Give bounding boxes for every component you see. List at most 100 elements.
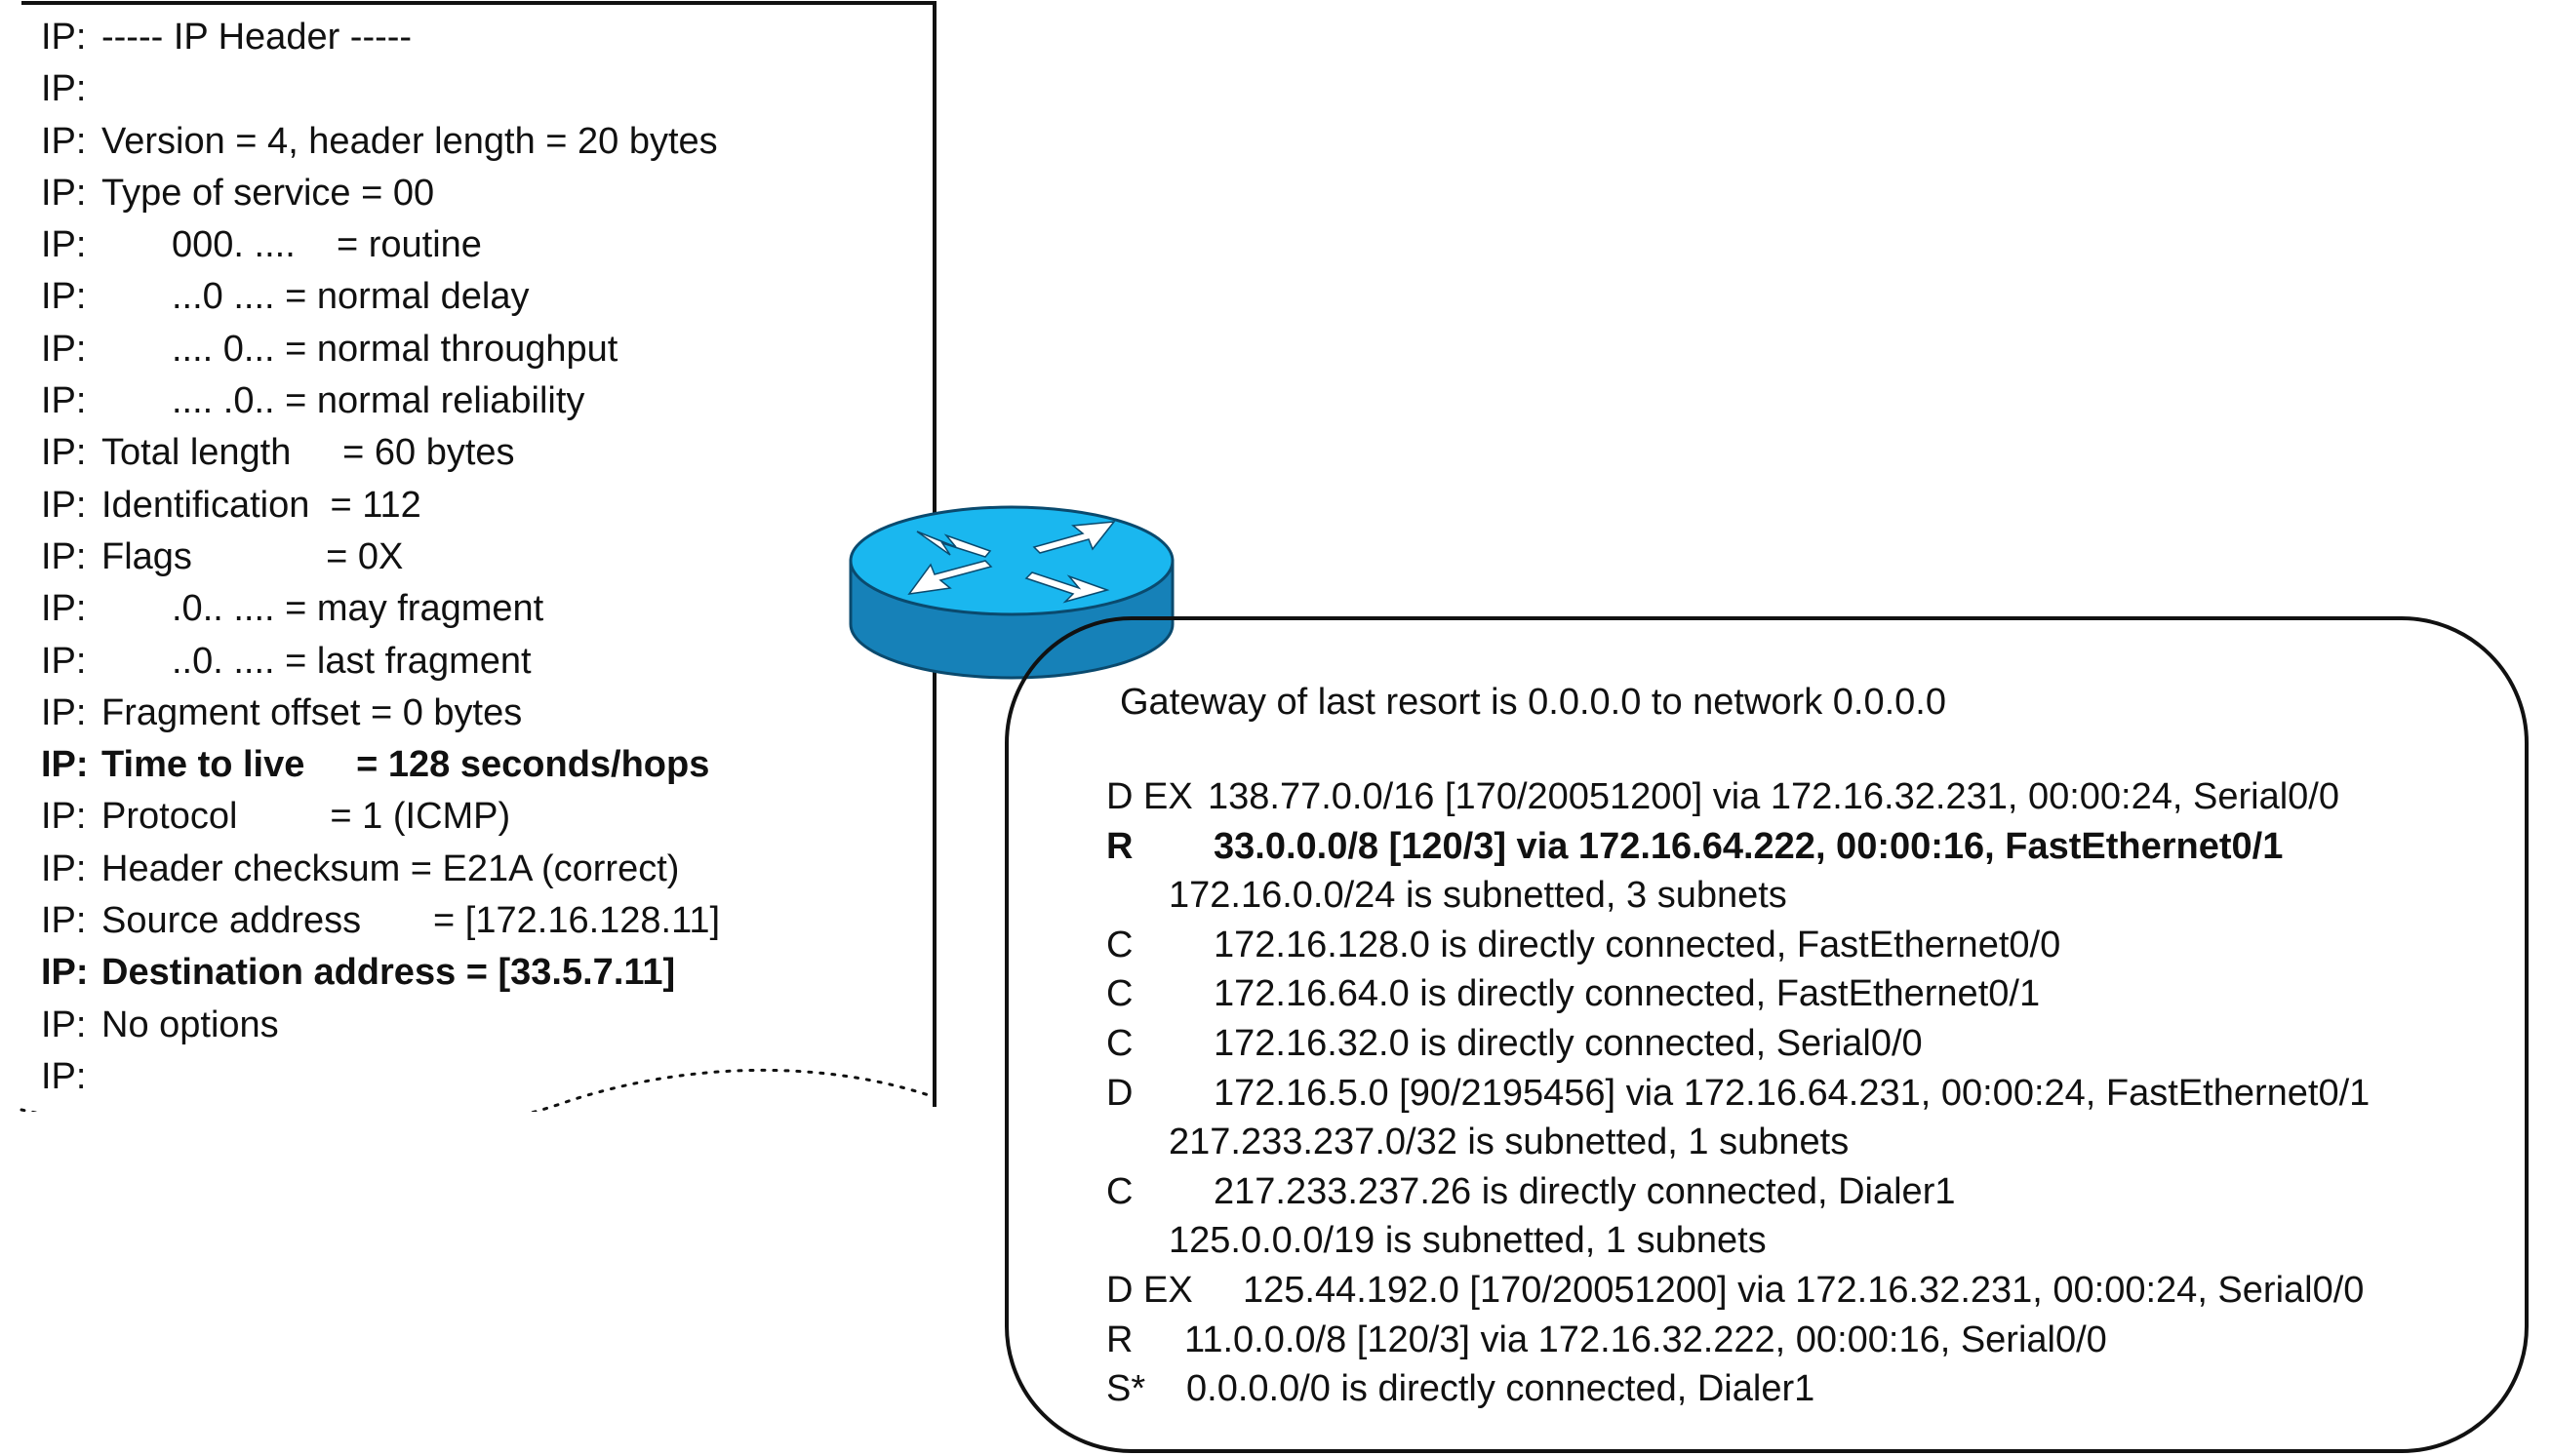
route-text: 33.0.0.0/8 [120/3] via 172.16.64.222, 00… xyxy=(1214,825,2284,867)
route-code: D EX xyxy=(1106,1269,1193,1311)
routing-table-entries: D EX 138.77.0.0/16 [170/20051200] via 172… xyxy=(1106,772,2370,1414)
ip-header-line: IP:Header checksum = E21A (correct) xyxy=(41,844,919,895)
ip-line-field: .... .0.. = normal reliability xyxy=(172,380,585,422)
ip-header-line: IP: xyxy=(41,63,919,115)
ip-header-line: IP: .... 0... = normal throughput xyxy=(41,324,919,375)
route-text: 0.0.0.0/0 is directly connected, Dialer1 xyxy=(1186,1368,1815,1410)
ip-line-prefix: IP: xyxy=(41,380,87,422)
route-entry: R 11.0.0.0/8 [120/3] via 172.16.32.222, 0… xyxy=(1106,1316,2370,1365)
ip-header-line: IP: 000. .... = routine xyxy=(41,219,919,271)
route-entry: D EX 125.44.192.0 [170/20051200] via 172.… xyxy=(1106,1266,2370,1316)
ip-line-field: Protocol = 1 (ICMP) xyxy=(101,796,511,838)
route-entry: D 172.16.5.0 [90/2195456] via 172.16.64.2… xyxy=(1106,1069,2370,1119)
ip-line-field: ...0 .... = normal delay xyxy=(172,276,530,318)
ip-line-field: 000. .... = routine xyxy=(172,224,482,266)
ip-line-field: ..0. .... = last fragment xyxy=(172,640,532,682)
route-text: 217.233.237.0/32 is subnetted, 1 subnets xyxy=(1169,1122,1850,1163)
ip-header-line: IP: .... .0.. = normal reliability xyxy=(41,375,919,427)
ip-header-lines: IP: ----- IP Header ----- IP: IP: Version = … xyxy=(41,12,919,1103)
route-text: 11.0.0.0/8 [120/3] via 172.16.32.222, 00… xyxy=(1184,1318,2107,1360)
ip-header-line: IP: Destination address = [33.5.7.11] xyxy=(41,947,919,999)
ip-line-prefix: IP: xyxy=(41,1003,87,1045)
route-text: 125.0.0.0/19 is subnetted, 1 subnets xyxy=(1169,1220,1767,1262)
route-entry: C 172.16.32.0 is directly connected, Seri… xyxy=(1106,1019,2370,1069)
route-entry: C 172.16.64.0 is directly connected, Fast… xyxy=(1106,969,2370,1019)
ip-line-field: Total length = 60 bytes xyxy=(101,432,515,474)
ip-line-prefix: IP: xyxy=(41,68,87,110)
route-text: 172.16.0.0/24 is subnetted, 3 subnets xyxy=(1169,875,1787,917)
ip-header-line: IP: Time to live = 128 seconds/hops xyxy=(41,739,919,791)
route-code: R xyxy=(1106,1318,1134,1360)
route-text: 172.16.5.0 [90/2195456] via 172.16.64.23… xyxy=(1214,1072,2371,1114)
route-entry: C 217.233.237.26 is directly connected, D… xyxy=(1106,1167,2370,1217)
ip-line-prefix: IP: xyxy=(41,640,87,682)
ip-line-prefix: IP: xyxy=(41,691,87,733)
route-entry: R 33.0.0.0/8 [120/3] via 172.16.64.222, 0… xyxy=(1106,822,2370,872)
ip-line-field: Time to live = 128 seconds/hops xyxy=(101,744,710,786)
route-code: D EX xyxy=(1106,776,1193,817)
route-text: 138.77.0.0/16 [170/20051200] via 172.16.… xyxy=(1208,776,2339,817)
route-entry: D EX 138.77.0.0/16 [170/20051200] via 172… xyxy=(1106,772,2370,822)
subnet-summary-line: 217.233.237.0/32 is subnetted, 1 subnets xyxy=(1106,1118,2370,1167)
gateway-of-last-resort: Gateway of last resort is 0.0.0.0 to net… xyxy=(1120,682,1946,723)
route-code: D xyxy=(1106,1072,1134,1114)
ip-line-field: Identification = 112 xyxy=(101,484,421,526)
ip-line-field: .0.. .... = may fragment xyxy=(172,588,544,630)
ip-line-prefix: IP: xyxy=(41,224,87,266)
ip-line-field: Fragment offset = 0 bytes xyxy=(101,691,523,733)
route-code: C xyxy=(1106,1170,1134,1212)
ip-line-prefix: IP: xyxy=(41,952,89,994)
route-text: 172.16.64.0 is directly connected, FastE… xyxy=(1214,973,2041,1015)
ip-line-prefix: IP: xyxy=(41,744,89,786)
route-code: S* xyxy=(1106,1368,1146,1410)
ip-line-field: Source address = [172.16.128.11] xyxy=(101,900,721,942)
ip-line-field: Version = 4, header length = 20 bytes xyxy=(101,120,718,162)
route-entry: S* 0.0.0.0/0 is directly connected, Diale… xyxy=(1106,1364,2370,1414)
ip-header-line: IP: No options xyxy=(41,1000,919,1051)
ip-header-line: IP: Protocol = 1 (ICMP) xyxy=(41,791,919,843)
ip-line-prefix: IP: xyxy=(41,796,87,838)
ip-line-prefix: IP: xyxy=(41,1055,87,1097)
route-text: 172.16.32.0 is directly connected, Seria… xyxy=(1214,1022,1923,1064)
ip-line-prefix: IP: xyxy=(41,120,87,162)
route-code: C xyxy=(1106,924,1134,965)
ip-line-prefix: IP: xyxy=(41,276,87,318)
ip-header-line: IP: ..0. .... = last fragment xyxy=(41,636,919,688)
ip-line-prefix: IP: xyxy=(41,535,87,577)
ip-header-line: IP: ...0 .... = normal delay xyxy=(41,271,919,323)
ip-header-line: IP: xyxy=(41,1051,919,1103)
ip-line-field: Type of service = 00 xyxy=(101,172,435,214)
ip-line-field: ----- IP Header ----- xyxy=(101,17,413,58)
ip-header-line: IP: ----- IP Header ----- xyxy=(41,12,919,63)
ip-header-line: IP: Version = 4, header length = 20 bytes xyxy=(41,116,919,168)
route-text: 172.16.128.0 is directly connected, Fast… xyxy=(1214,924,2061,965)
subnet-summary-line: 125.0.0.0/19 is subnetted, 1 subnets xyxy=(1106,1216,2370,1266)
ip-line-prefix: IP: xyxy=(41,17,87,58)
route-text: 217.233.237.26 is directly connected, Di… xyxy=(1214,1170,1956,1212)
ip-header-line: IP: .0.. .... = may fragment xyxy=(41,583,919,635)
route-code: C xyxy=(1106,973,1134,1015)
ip-line-prefix: IP: xyxy=(41,900,87,942)
ip-line-prefix: IP: xyxy=(41,484,87,526)
route-code: R xyxy=(1106,825,1134,867)
ip-line-field: Header checksum = E21A (correct) xyxy=(101,847,680,889)
ip-header-line: IP: Type of service = 00 xyxy=(41,168,919,219)
route-entry: C 172.16.128.0 is directly connected, Fas… xyxy=(1106,921,2370,970)
ip-line-field: .... 0... = normal throughput xyxy=(172,328,618,370)
route-code: C xyxy=(1106,1022,1134,1064)
ip-line-field: Flags = 0X xyxy=(101,535,404,577)
ip-line-field: No options xyxy=(101,1003,279,1045)
routing-table-panel: Gateway of last resort is 0.0.0.0 to net… xyxy=(1005,616,2529,1453)
ip-line-prefix: IP: xyxy=(41,328,87,370)
ip-header-line: IP: Fragment offset = 0 bytes xyxy=(41,688,919,739)
ip-line-prefix: IP: xyxy=(41,172,87,214)
ip-header-line: IP: Identification = 112 xyxy=(41,480,919,531)
ip-line-prefix: IP: xyxy=(41,588,87,630)
ip-header-line: IP: Source address = [172.16.128.11] xyxy=(41,895,919,947)
route-text: 125.44.192.0 [170/20051200] via 172.16.3… xyxy=(1243,1269,2365,1311)
ip-line-field: Destination address = [33.5.7.11] xyxy=(101,952,676,994)
ip-header-panel: IP: ----- IP Header ----- IP: IP: Version = … xyxy=(20,0,937,1112)
ip-header-line: IP: Total length = 60 bytes xyxy=(41,427,919,479)
ip-line-prefix: IP: xyxy=(41,432,87,474)
ip-header-line: IP: Flags = 0X xyxy=(41,531,919,583)
